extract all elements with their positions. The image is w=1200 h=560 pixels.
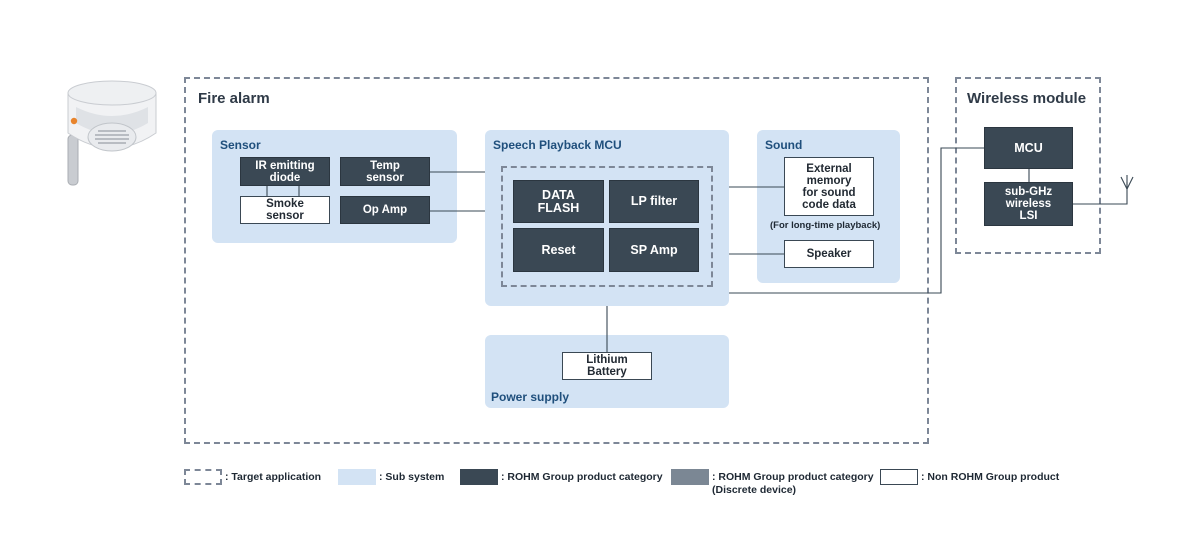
legend-rohm-discrete: : ROHM Group product category (Discrete …	[671, 469, 874, 497]
external-memory-block: External memory for sound code data	[784, 157, 874, 216]
fire-alarm-target-box	[184, 77, 929, 444]
speech-mcu-title: Speech Playback MCU	[493, 138, 622, 152]
smoke-detector-illustration	[67, 80, 157, 186]
antenna-icon	[1120, 174, 1134, 190]
speaker-block: Speaker	[784, 240, 874, 268]
sub-ghz-wireless-lsi-block: sub-GHz wireless LSI	[984, 182, 1073, 226]
wireless-mcu-block: MCU	[984, 127, 1073, 169]
wireless-module-title: Wireless module	[967, 90, 1087, 107]
legend-rohm-discrete-swatch	[671, 469, 709, 485]
legend-rohm-swatch	[460, 469, 498, 485]
legend-subsystem-swatch	[338, 469, 376, 485]
power-supply-title: Power supply	[491, 390, 570, 404]
data-flash-block: DATA FLASH	[513, 180, 604, 223]
sensor-subsystem	[212, 130, 457, 243]
speech-mcu-inner-target	[501, 166, 713, 287]
reset-block: Reset	[513, 228, 604, 272]
op-amp-block: Op Amp	[340, 196, 430, 224]
legend-rohm-product: : ROHM Group product category	[460, 469, 663, 485]
legend-sub-system: : Sub system	[338, 469, 444, 485]
legend-subsystem-label: : Sub system	[379, 471, 445, 483]
legend-non-rohm-label: : Non ROHM Group product	[921, 471, 1060, 483]
sound-title: Sound	[765, 138, 803, 152]
external-memory-note: (For long-time playback)	[770, 220, 881, 231]
sensor-title: Sensor	[220, 138, 261, 152]
legend-target-swatch	[184, 469, 222, 485]
wireless-module-target-box	[955, 77, 1101, 254]
legend-target-label: : Target application	[225, 471, 322, 483]
lithium-battery-block: Lithium Battery	[562, 352, 652, 380]
legend-non-rohm-product: : Non ROHM Group product	[880, 469, 1059, 485]
ir-emitting-diode-block: IR emitting diode	[240, 157, 330, 186]
lp-filter-block: LP filter	[609, 180, 699, 223]
legend-rohm-discrete-label: : ROHM Group product category (Discrete …	[712, 471, 874, 496]
legend-target-application: : Target application	[184, 469, 321, 485]
fire-alarm-title: Fire alarm	[198, 90, 270, 107]
temp-sensor-block: Temp sensor	[340, 157, 430, 186]
legend-non-rohm-swatch	[880, 469, 918, 485]
legend-rohm-label: : ROHM Group product category	[501, 471, 663, 483]
sp-amp-block: SP Amp	[609, 228, 699, 272]
smoke-sensor-block: Smoke sensor	[240, 196, 330, 224]
